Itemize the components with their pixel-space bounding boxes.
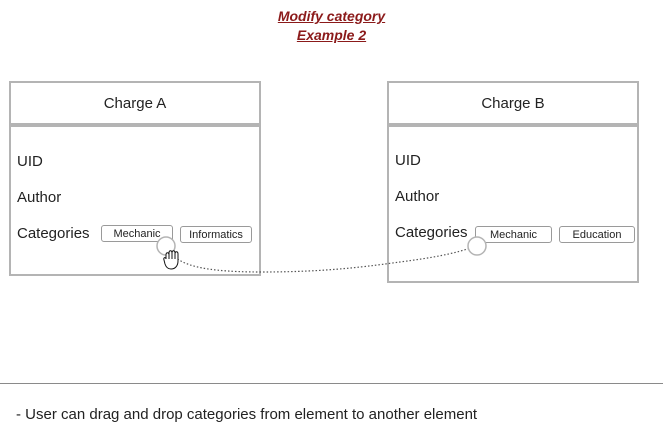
charge-b-author-label: Author [395, 188, 440, 205]
hand-grab-icon[interactable] [163, 250, 179, 270]
drag-end-handle[interactable] [467, 236, 487, 256]
charge-a-chip-informatics[interactable]: Informatics [180, 226, 252, 243]
charge-b-card: Charge B UID Author Categories Mechanic … [387, 81, 639, 283]
charge-b-header: Charge B [389, 83, 637, 127]
charge-b-uid-label: UID [395, 152, 421, 169]
charge-a-categories-label: Categories [17, 225, 90, 242]
diagram-title: Modify category [277, 8, 386, 24]
diagram-subtitle: Example 2 [296, 27, 367, 43]
charge-a-uid-label: UID [17, 153, 43, 170]
charge-b-chip-education[interactable]: Education [559, 226, 635, 243]
footer-note: - User can drag and drop categories from… [16, 406, 478, 423]
charge-b-chip-mechanic[interactable]: Mechanic [475, 226, 552, 243]
drag-path [165, 245, 477, 273]
footer-divider [0, 383, 663, 384]
charge-b-categories-label: Categories [395, 224, 468, 241]
charge-a-author-label: Author [17, 189, 62, 206]
charge-a-chip-mechanic[interactable]: Mechanic [101, 225, 173, 242]
charge-a-card: Charge A UID Author Categories Mechanic … [9, 81, 261, 276]
charge-a-header: Charge A [11, 83, 259, 127]
